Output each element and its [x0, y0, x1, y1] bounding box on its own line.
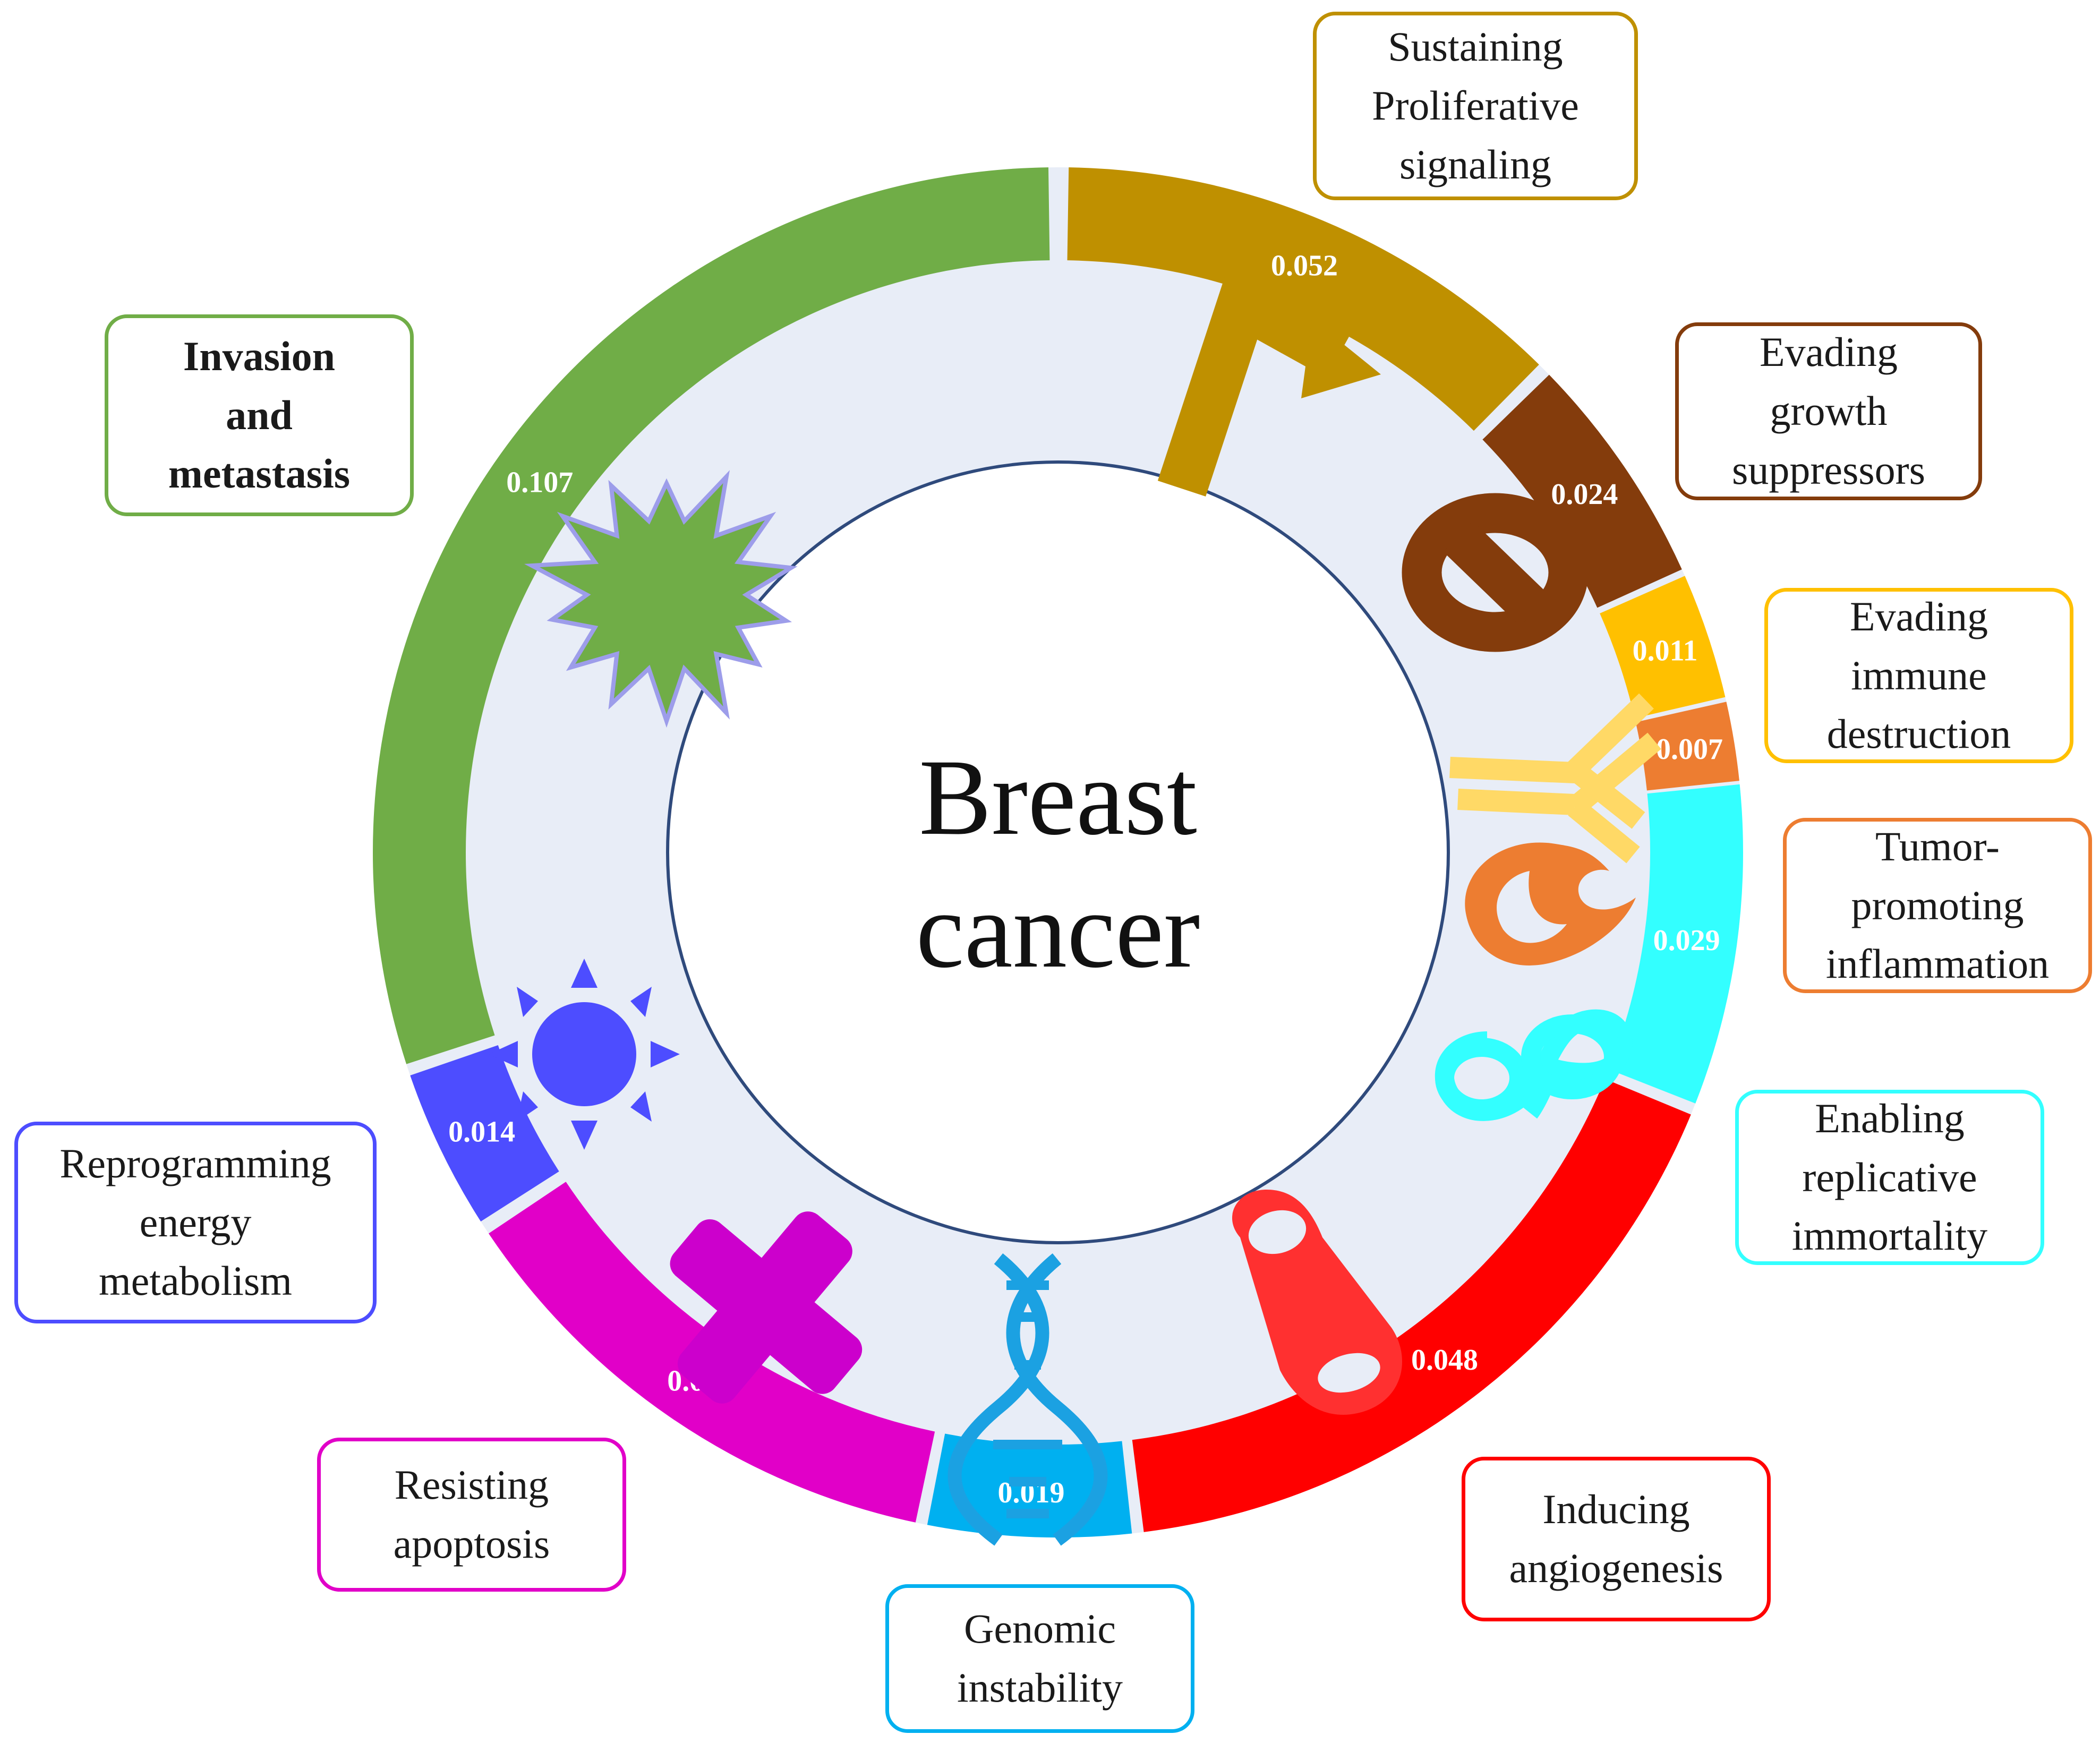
- blood-vessel-icon: [1232, 1190, 1402, 1415]
- starburst-icon: [524, 470, 798, 728]
- hallmark-label-text: Reprogramming energy metabolism: [59, 1140, 331, 1304]
- hallmark-label-text: Invasion and metastasis: [168, 332, 351, 497]
- hallmark-label-text: Sustaining Proliferative signaling: [1372, 23, 1579, 187]
- bent-arrow-icon: [1157, 266, 1381, 497]
- ring-segment-tumor-inflammation: [1635, 702, 1739, 791]
- prohibition-sign-icon: [1402, 493, 1589, 652]
- segment-value-angiogenesis: 0.048: [1411, 1344, 1478, 1377]
- hallmark-label-sustaining: Sustaining Proliferative signaling: [1313, 12, 1638, 200]
- dna-icon: [947, 1253, 1108, 1546]
- hallmark-label-resisting-apoptosis: Resisting apoptosis: [317, 1438, 626, 1592]
- ring-segment-angiogenesis: [1132, 1079, 1691, 1532]
- hallmark-label-text: Evading immune destruction: [1826, 593, 2011, 757]
- inner-circle: [666, 460, 1450, 1244]
- segment-value-evading-growth: 0.024: [1551, 478, 1618, 511]
- ring-segment-replicative-immortality: [1609, 784, 1743, 1104]
- hallmark-label-evading-growth: Evading growth suppressors: [1675, 322, 1982, 500]
- segment-value-tumor-inflammation: 0.007: [1656, 733, 1723, 766]
- segment-value-sustaining: 0.052: [1271, 249, 1338, 282]
- antibody-icon: [1449, 693, 1661, 864]
- flame-icon: [1465, 842, 1636, 966]
- ring-segment-evading-immune: [1600, 576, 1726, 719]
- sun-icon: [489, 959, 680, 1150]
- ring-segment-sustaining: [1067, 167, 1539, 431]
- hallmark-label-replicative-immortality: Enabling replicative immortality: [1735, 1090, 2044, 1265]
- hallmark-label-text: Evading growth suppressors: [1732, 329, 1925, 493]
- infinity-icon: [1435, 1009, 1633, 1121]
- segment-value-energy-metabolism: 0.014: [448, 1115, 515, 1148]
- ring-segment-energy-metabolism: [410, 1045, 559, 1222]
- hallmark-label-evading-immune: Evading immune destruction: [1764, 588, 2073, 763]
- hallmark-label-genomic-instability: Genomic instability: [885, 1584, 1194, 1733]
- segment-value-invasion-metastasis: 0.107: [506, 466, 573, 499]
- hallmark-label-text: Resisting apoptosis: [393, 1462, 550, 1567]
- hallmark-label-angiogenesis: Inducing angiogenesis: [1462, 1457, 1771, 1621]
- cross-icon: [670, 1211, 863, 1404]
- hallmark-label-text: Tumor- promoting inflammation: [1825, 823, 2050, 987]
- hallmark-label-energy-metabolism: Reprogramming energy metabolism: [14, 1122, 377, 1323]
- center-title-line2: cancer: [916, 870, 1200, 990]
- hallmark-label-text: Genomic instability: [957, 1605, 1123, 1711]
- ring-segment-invasion-metastasis: [372, 167, 1050, 1064]
- segment-value-evading-immune: 0.011: [1633, 635, 1698, 668]
- hallmark-label-text: Inducing angiogenesis: [1509, 1486, 1723, 1591]
- hallmark-label-text: Enabling replicative immortality: [1791, 1095, 1988, 1259]
- segment-value-replicative-immortality: 0.029: [1653, 924, 1720, 957]
- hallmark-label-invasion-metastasis: Invasion and metastasis: [105, 314, 414, 516]
- center-title-line1: Breast: [919, 737, 1197, 858]
- hallmark-label-tumor-inflammation: Tumor- promoting inflammation: [1783, 818, 2092, 993]
- ring-segment-evading-growth: [1482, 374, 1682, 608]
